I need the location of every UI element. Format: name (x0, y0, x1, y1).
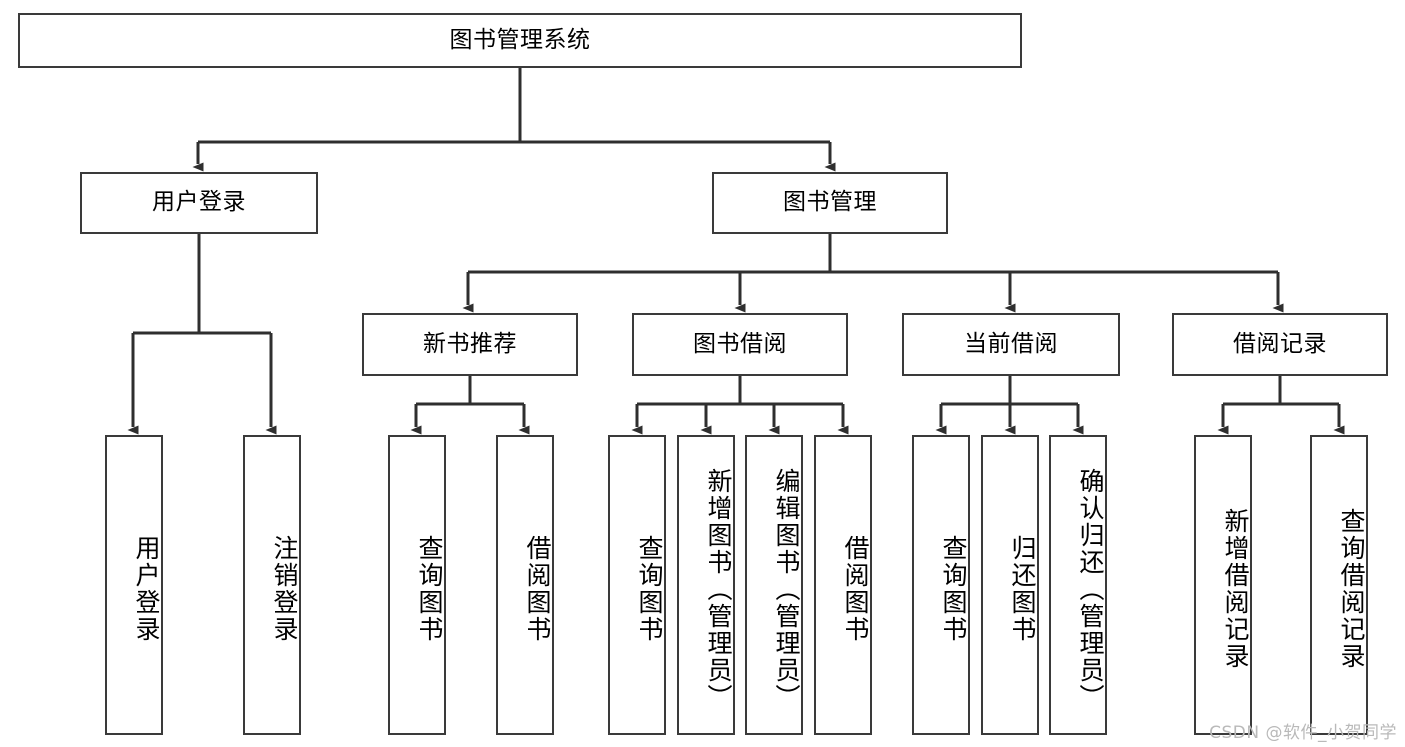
node-root-system[interactable]: 图书管理系统 (18, 13, 1022, 68)
node-book-borrow-label: 图书借阅 (693, 330, 787, 357)
node-borrow-record-label: 借阅记录 (1233, 330, 1327, 357)
node-current-borrow[interactable]: 当前借阅 (902, 313, 1120, 376)
node-leaf-query-book-3-label: 查询图书 (939, 535, 968, 643)
node-leaf-add-record-label: 新增借阅记录 (1221, 508, 1250, 670)
node-leaf-query-book-1[interactable]: 查询图书 (388, 435, 446, 735)
node-leaf-query-record[interactable]: 查询借阅记录 (1310, 435, 1368, 735)
csdn-watermark: CSDN @软件_小贺同学 (1209, 723, 1397, 743)
node-leaf-edit-book[interactable]: 编辑图书（管理员） (745, 435, 803, 735)
node-leaf-query-book-1-label: 查询图书 (415, 535, 444, 643)
node-leaf-query-book-2-label: 查询图书 (635, 535, 664, 643)
node-leaf-return-book-label: 归还图书 (1008, 535, 1037, 643)
node-leaf-confirm-return-label: 确认归还（管理员） (1076, 467, 1105, 711)
node-new-book-rec-label: 新书推荐 (423, 330, 517, 357)
node-leaf-borrow-book-1[interactable]: 借阅图书 (496, 435, 554, 735)
node-user-login-label: 用户登录 (152, 189, 246, 216)
node-leaf-user-login-label: 用户登录 (132, 535, 161, 643)
node-leaf-borrow-book-2-label: 借阅图书 (841, 535, 870, 643)
node-user-login[interactable]: 用户登录 (80, 172, 318, 234)
node-leaf-borrow-book-1-label: 借阅图书 (523, 535, 552, 643)
node-leaf-borrow-book-2[interactable]: 借阅图书 (814, 435, 872, 735)
node-book-borrow[interactable]: 图书借阅 (632, 313, 848, 376)
node-leaf-logout-login[interactable]: 注销登录 (243, 435, 301, 735)
node-current-borrow-label: 当前借阅 (964, 330, 1058, 357)
node-leaf-add-book-label: 新增图书（管理员） (704, 467, 733, 711)
node-borrow-record[interactable]: 借阅记录 (1172, 313, 1388, 376)
node-leaf-add-record[interactable]: 新增借阅记录 (1194, 435, 1252, 735)
node-new-book-rec[interactable]: 新书推荐 (362, 313, 578, 376)
node-leaf-add-book[interactable]: 新增图书（管理员） (677, 435, 735, 735)
node-leaf-confirm-return[interactable]: 确认归还（管理员） (1049, 435, 1107, 735)
node-leaf-query-book-3[interactable]: 查询图书 (912, 435, 970, 735)
node-leaf-edit-book-label: 编辑图书（管理员） (772, 467, 801, 711)
node-root-system-label: 图书管理系统 (449, 26, 591, 53)
node-book-manage-label: 图书管理 (783, 189, 877, 216)
node-leaf-return-book[interactable]: 归还图书 (981, 435, 1039, 735)
node-leaf-query-record-label: 查询借阅记录 (1337, 508, 1366, 670)
node-book-manage[interactable]: 图书管理 (712, 172, 948, 234)
node-leaf-query-book-2[interactable]: 查询图书 (608, 435, 666, 735)
node-leaf-user-login[interactable]: 用户登录 (105, 435, 163, 735)
node-leaf-logout-login-label: 注销登录 (270, 535, 299, 643)
